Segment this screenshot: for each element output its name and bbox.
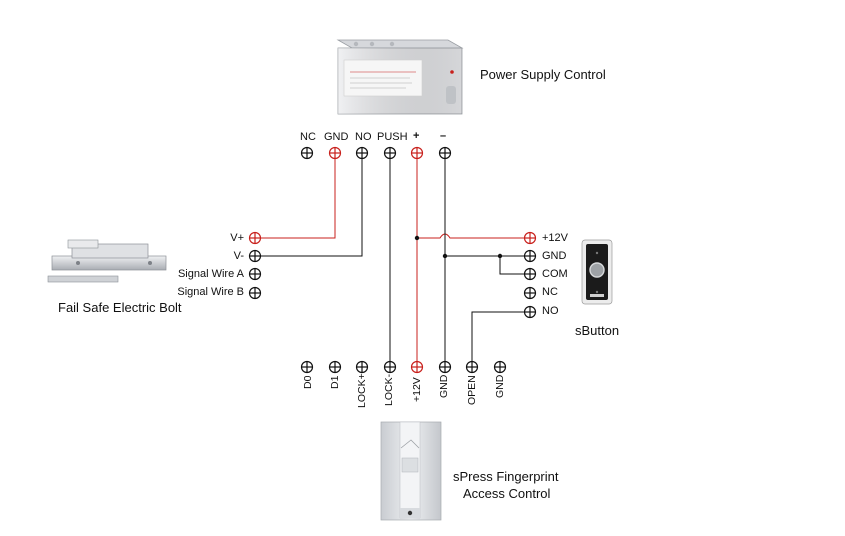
ac-term-lock-plus: LOCK+ xyxy=(356,373,368,408)
ac-terminal-3 xyxy=(383,360,397,374)
bolt-term-vminus: V- xyxy=(233,250,244,262)
sbutton-image xyxy=(581,239,613,305)
bolt-terminal-3 xyxy=(248,286,262,300)
ps-term-nc: NC xyxy=(300,131,316,143)
ps-terminal-4 xyxy=(410,146,424,160)
ac-term-gnd: GND xyxy=(438,374,450,398)
ac-terminal-2 xyxy=(355,360,369,374)
wire-ac-open-to-btn-no xyxy=(471,311,530,367)
ac-terminal-6 xyxy=(465,360,479,374)
ps-terminal-5 xyxy=(438,146,452,160)
btn-terminal-4 xyxy=(523,305,537,319)
ac-terminal-1 xyxy=(328,360,342,374)
ac-term-d0: D0 xyxy=(302,375,314,389)
ac-terminal-4 xyxy=(410,360,424,374)
ps-term-minus: – xyxy=(440,130,447,142)
ps-term-gnd: GND xyxy=(324,131,349,143)
bolt-term-vplus: V+ xyxy=(230,232,244,244)
power-supply-box xyxy=(336,39,464,115)
ac-term-d1: D1 xyxy=(329,375,341,389)
wire-ps-no-to-bolt-vminus xyxy=(255,153,363,257)
ac-term-gnd-2: GND xyxy=(494,374,506,398)
bolt-term-signal-b: Signal Wire B xyxy=(177,286,244,298)
junction-gnd xyxy=(442,253,448,259)
ps-terminal-0 xyxy=(300,146,314,160)
junction-12v xyxy=(414,235,420,241)
bolt-term-signal-a: Signal Wire A xyxy=(177,268,244,280)
fingerprint-reader-image xyxy=(380,421,442,521)
access-title-line1: sPress Fingerprint xyxy=(453,469,559,484)
btn-term-gnd: GND xyxy=(542,250,567,262)
wire-ps-plus-to-btn-12v xyxy=(417,233,530,239)
ps-term-push: PUSH xyxy=(377,131,408,143)
electric-bolt-image xyxy=(47,239,167,283)
junction-gnd-com xyxy=(497,253,503,259)
ps-term-no: NO xyxy=(355,131,372,143)
ac-term-open: OPEN xyxy=(466,375,478,405)
ac-term-lock-minus: LOCK- xyxy=(383,373,395,406)
terminals xyxy=(248,146,537,374)
btn-terminal-3 xyxy=(523,286,537,300)
btn-term-nc: NC xyxy=(542,286,558,298)
wire-gnd-to-btn-com xyxy=(499,256,530,275)
power-supply-title: Power Supply Control xyxy=(480,67,606,82)
ps-term-plus: + xyxy=(413,130,420,142)
ac-terminal-5 xyxy=(438,360,452,374)
bolt-terminal-2 xyxy=(248,267,262,281)
btn-terminal-0 xyxy=(523,231,537,245)
btn-terminal-1 xyxy=(523,249,537,263)
wires xyxy=(255,153,530,367)
ac-term-12v: +12V xyxy=(411,377,423,402)
bolt-terminal-0 xyxy=(248,231,262,245)
wire-ps-gnd-to-bolt-vplus xyxy=(255,153,336,239)
btn-term-com: COM xyxy=(542,268,568,280)
bolt-title: Fail Safe Electric Bolt xyxy=(58,300,182,315)
access-title-line2: Access Control xyxy=(463,486,551,501)
btn-term-no: NO xyxy=(542,305,559,317)
ac-terminal-7 xyxy=(493,360,507,374)
ac-terminal-0 xyxy=(300,360,314,374)
sbutton-title: sButton xyxy=(575,323,620,338)
ps-terminal-1 xyxy=(328,146,342,160)
btn-term-12v: +12V xyxy=(542,232,568,244)
bolt-terminal-1 xyxy=(248,249,262,263)
ps-terminal-3 xyxy=(383,146,397,160)
btn-terminal-2 xyxy=(523,267,537,281)
ps-terminal-2 xyxy=(355,146,369,160)
